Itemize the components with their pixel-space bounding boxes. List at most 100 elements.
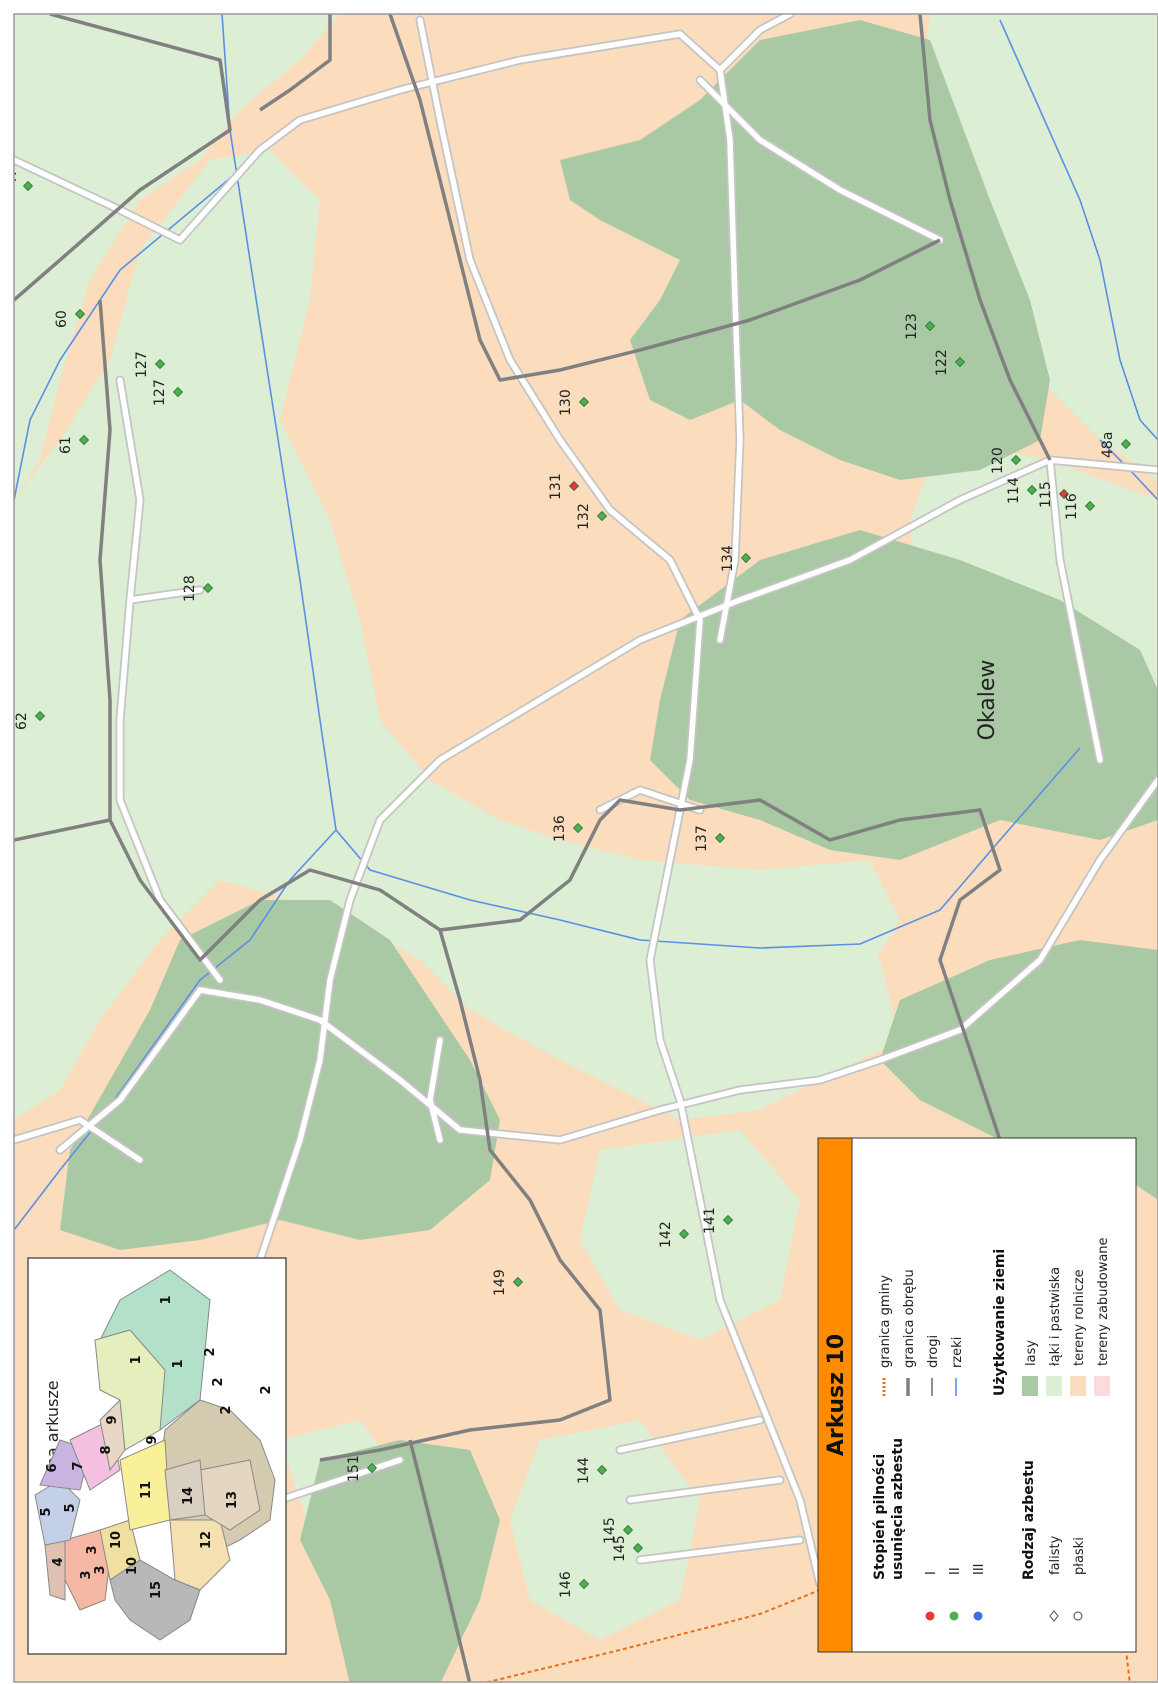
legend-corrugated-symbol	[1049, 1610, 1059, 1622]
inset-sheet-number: 3	[93, 1565, 108, 1574]
legend-flat-symbol	[1073, 1611, 1083, 1621]
asbestos-marker[interactable]	[678, 1228, 690, 1240]
marker-label: 142	[658, 1221, 674, 1248]
marker-label: 115	[1038, 481, 1054, 508]
inset-sheet-number: 3	[79, 1570, 94, 1579]
legend: Arkusz 10 Stopień pilności usunięcia azb…	[817, 1137, 1137, 1653]
marker-label: 62	[14, 712, 30, 730]
inset-sheet-number: 2	[203, 1347, 218, 1356]
marker-label: 145	[612, 1535, 628, 1562]
legend-builtup-swatch	[1094, 1376, 1110, 1396]
asbestos-marker[interactable]	[954, 356, 966, 368]
asbestos-marker[interactable]	[1084, 500, 1096, 512]
inset-sheet-number: 9	[105, 1415, 120, 1424]
meadow-area	[580, 1130, 800, 1340]
inset-sheets	[34, 1269, 276, 1641]
meadow-area	[14, 150, 900, 1120]
marker-label: 141	[702, 1207, 718, 1234]
marker-label: 127	[134, 351, 150, 378]
legend-landuse-heading: Użytkowanie ziemi	[992, 1249, 1008, 1396]
gmina-boundary	[483, 1589, 821, 1682]
asbestos-marker[interactable]	[1026, 484, 1038, 496]
marker-label: 151	[346, 1455, 362, 1482]
marker-label: 146	[558, 1571, 574, 1598]
legend-line-label-roads: drogi	[926, 1335, 941, 1368]
marker-label: 47	[4, 168, 20, 186]
asbestos-marker[interactable]	[1120, 438, 1132, 450]
asbestos-marker[interactable]	[740, 552, 752, 564]
legend-severity-heading-2: usunięcia azbestu	[890, 1438, 906, 1580]
asbestos-marker[interactable]	[714, 832, 726, 844]
asbestos-marker[interactable]	[154, 358, 166, 370]
asbestos-marker[interactable]	[596, 510, 608, 522]
forest-area	[560, 20, 1050, 480]
marker-label: 122	[934, 349, 950, 376]
inset-sheet-number: 14	[181, 1487, 196, 1505]
inset-sheet-number: 10	[109, 1531, 124, 1549]
asbestos-marker[interactable]	[22, 180, 34, 192]
inset-sheet-number: 13	[225, 1491, 240, 1509]
asbestos-marker[interactable]	[572, 822, 584, 834]
asbestos-marker[interactable]	[596, 1464, 608, 1476]
marker-label: 144	[576, 1457, 592, 1484]
forest-area	[60, 900, 500, 1250]
inset-sheet-number: 2	[219, 1405, 234, 1414]
legend-severity-label-i: I	[924, 1571, 939, 1575]
asbestos-marker[interactable]	[202, 582, 214, 594]
asbestos-marker[interactable]	[74, 308, 86, 320]
marker-label: 61	[58, 436, 74, 454]
asbestos-marker[interactable]	[78, 434, 90, 446]
legend-asbestos-label-flat: płaski	[1072, 1537, 1087, 1575]
asbestos-marker[interactable]	[366, 1462, 378, 1474]
inset-sheet-number: 2	[211, 1377, 226, 1386]
inset-sheet-number: 15	[149, 1581, 164, 1599]
legend-landuse-label-meadow: łąki i pastwiska	[1048, 1267, 1063, 1366]
inset-sheet-number: 9	[145, 1435, 160, 1444]
asbestos-marker[interactable]	[172, 386, 184, 398]
marker-label: 116	[1064, 493, 1080, 520]
inset-sheet-number: 10	[125, 1557, 140, 1575]
map-frame	[13, 13, 1158, 1683]
forest-area	[880, 940, 1158, 1200]
legend-line-label-precinct: granica obrębu	[902, 1269, 917, 1368]
marker-label: 130	[558, 389, 574, 416]
legend-severity-dot-i	[925, 1611, 935, 1621]
asbestos-marker[interactable]	[1058, 488, 1070, 500]
precinct-boundaries	[14, 14, 1052, 1682]
inset-sheet-number: 1	[129, 1355, 144, 1364]
asbestos-marker[interactable]	[34, 710, 46, 722]
legend-title: Arkusz 10	[824, 1334, 849, 1456]
legend-farmland-swatch	[1070, 1376, 1086, 1396]
inset-sheet-14	[164, 1459, 206, 1521]
inset-sheet-number: 4	[51, 1557, 66, 1566]
legend-line-label-rivers: rzeki	[950, 1337, 965, 1368]
meadow-area	[14, 14, 340, 500]
inset-sheet-15	[109, 1559, 201, 1641]
marker-label: 60	[54, 310, 70, 328]
inset-sheet-number: 3	[85, 1545, 100, 1554]
asbestos-marker[interactable]	[722, 1214, 734, 1226]
asbestos-marker[interactable]	[632, 1542, 644, 1554]
inset-sheet-12	[169, 1519, 231, 1591]
legend-severity-dot-ii	[949, 1611, 959, 1621]
legend-title-bar	[817, 1137, 853, 1653]
asbestos-marker[interactable]	[512, 1276, 524, 1288]
inset-sheet-number: 12	[199, 1531, 214, 1549]
asbestos-marker[interactable]	[578, 1578, 590, 1590]
asbestos-marker[interactable]	[924, 320, 936, 332]
marker-label: 137	[694, 825, 710, 852]
asbestos-marker[interactable]	[568, 480, 580, 492]
forest-area	[1110, 960, 1158, 1100]
asbestos-marker[interactable]	[578, 396, 590, 408]
legend-severity-dot-iii	[973, 1611, 983, 1621]
asbestos-marker[interactable]	[622, 1524, 634, 1536]
marker-label: 132	[576, 503, 592, 530]
marker-label: 131	[548, 473, 564, 500]
legend-severity-label-ii: II	[948, 1567, 963, 1575]
asbestos-marker[interactable]	[1010, 454, 1022, 466]
meadow-area	[510, 1420, 700, 1640]
